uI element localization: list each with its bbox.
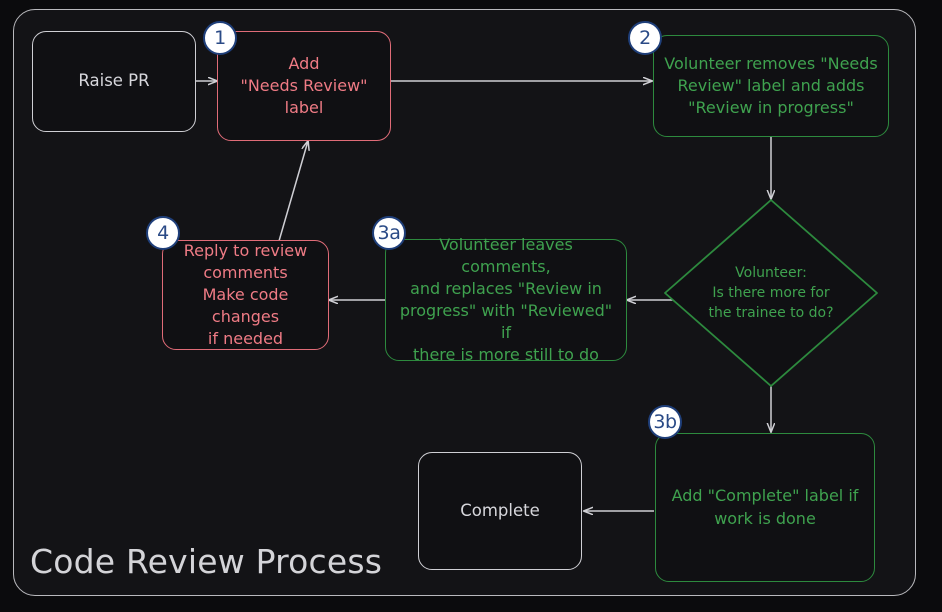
node-complete[interactable]: Complete (418, 452, 582, 570)
node-volunteer-leaves-comments[interactable]: Volunteer leaves comments, and replaces … (385, 235, 627, 364)
node-raise-pr-label: Raise PR (78, 71, 150, 91)
node-volunteer-removes[interactable]: Volunteer removes "Needs Review" label a… (653, 35, 889, 137)
node-volunteer-removes-label: Volunteer removes "Needs Review" label a… (664, 53, 878, 118)
diagram-title: Code Review Process (30, 542, 383, 581)
node-reply-to-review-label: Reply to review comments Make code chang… (183, 240, 308, 349)
step-badge-3b-label: 3b (653, 411, 677, 433)
step-badge-3a[interactable]: 3a (372, 216, 406, 250)
node-reply-to-review[interactable]: Reply to review comments Make code chang… (162, 240, 329, 350)
node-complete-label: Complete (460, 500, 540, 520)
node-add-needs-review-label: Add "Needs Review" label (240, 53, 368, 118)
node-decision-label: Volunteer: Is there more for the trainee… (708, 264, 834, 322)
step-badge-1[interactable]: 1 (203, 21, 237, 55)
node-add-complete-label-text: Add "Complete" label if work is done (671, 486, 859, 528)
step-badge-2[interactable]: 2 (628, 21, 662, 55)
node-raise-pr[interactable]: Raise PR (32, 31, 196, 132)
step-badge-2-label: 2 (639, 27, 651, 49)
step-badge-4[interactable]: 4 (146, 216, 180, 250)
node-add-complete-label[interactable]: Add "Complete" label if work is done (655, 433, 875, 582)
node-add-needs-review[interactable]: Add "Needs Review" label (217, 31, 391, 141)
step-badge-1-label: 1 (214, 27, 226, 49)
step-badge-3a-label: 3a (377, 222, 401, 244)
step-badge-4-label: 4 (157, 222, 169, 244)
step-badge-3b[interactable]: 3b (648, 405, 682, 439)
node-volunteer-leaves-comments-label: Volunteer leaves comments, and replaces … (399, 234, 613, 365)
node-decision[interactable]: Volunteer: Is there more for the trainee… (665, 200, 877, 386)
